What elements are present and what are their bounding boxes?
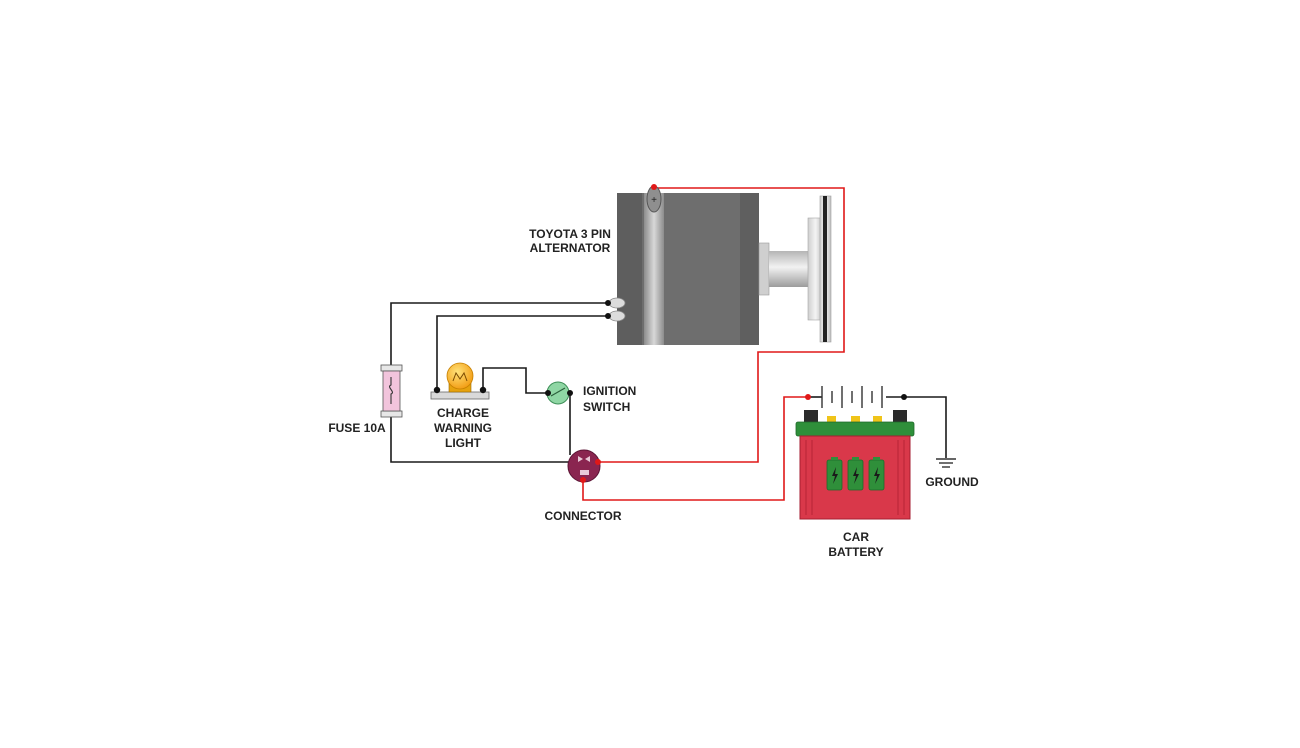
ignition-label-line1: IGNITION [583,384,636,398]
wire-alt-to-fuse [390,302,610,365]
wire-red-connector-to-battery [582,396,808,501]
fuse-label: FUSE 10A [328,421,386,435]
terminal-plus-symbol: + [651,195,657,206]
wires [390,187,947,501]
alternator-label-line2: ALTERNATOR [530,241,611,255]
battery-label-line1: CAR [843,530,869,544]
wire-fuse-to-connector [390,417,570,463]
battery-cells [826,457,885,491]
alternator-pins [605,297,626,322]
wire-red-alt-output [600,187,845,463]
fuse-icon [380,364,403,418]
alternator-label-line1: TOYOTA 3 PIN [529,227,611,241]
pulley-icon [807,195,832,343]
charge-light-label-line1: CHARGE [437,406,489,420]
wire-battery-to-ground [904,396,947,458]
charge-light-label-line3: LIGHT [445,436,482,450]
ignition-label-line2: SWITCH [583,400,630,414]
battery-symbol-icon [805,386,907,408]
labels: TOYOTA 3 PIN ALTERNATOR CHARGE WARNING L… [328,227,979,559]
charge-light-label-line2: WARNING [434,421,492,435]
connector-label: CONNECTOR [544,509,621,523]
connector-icon [567,449,601,483]
ground-label: GROUND [925,475,979,489]
ground-icon [936,458,956,468]
switch-icon [545,381,573,405]
bulb-icon [430,362,490,400]
wire-alt-to-light [436,315,610,390]
battery-icon [795,410,915,520]
alternator-icon: + [617,184,813,345]
wire-light-to-switch [482,367,548,394]
battery-label-line2: BATTERY [828,545,883,559]
